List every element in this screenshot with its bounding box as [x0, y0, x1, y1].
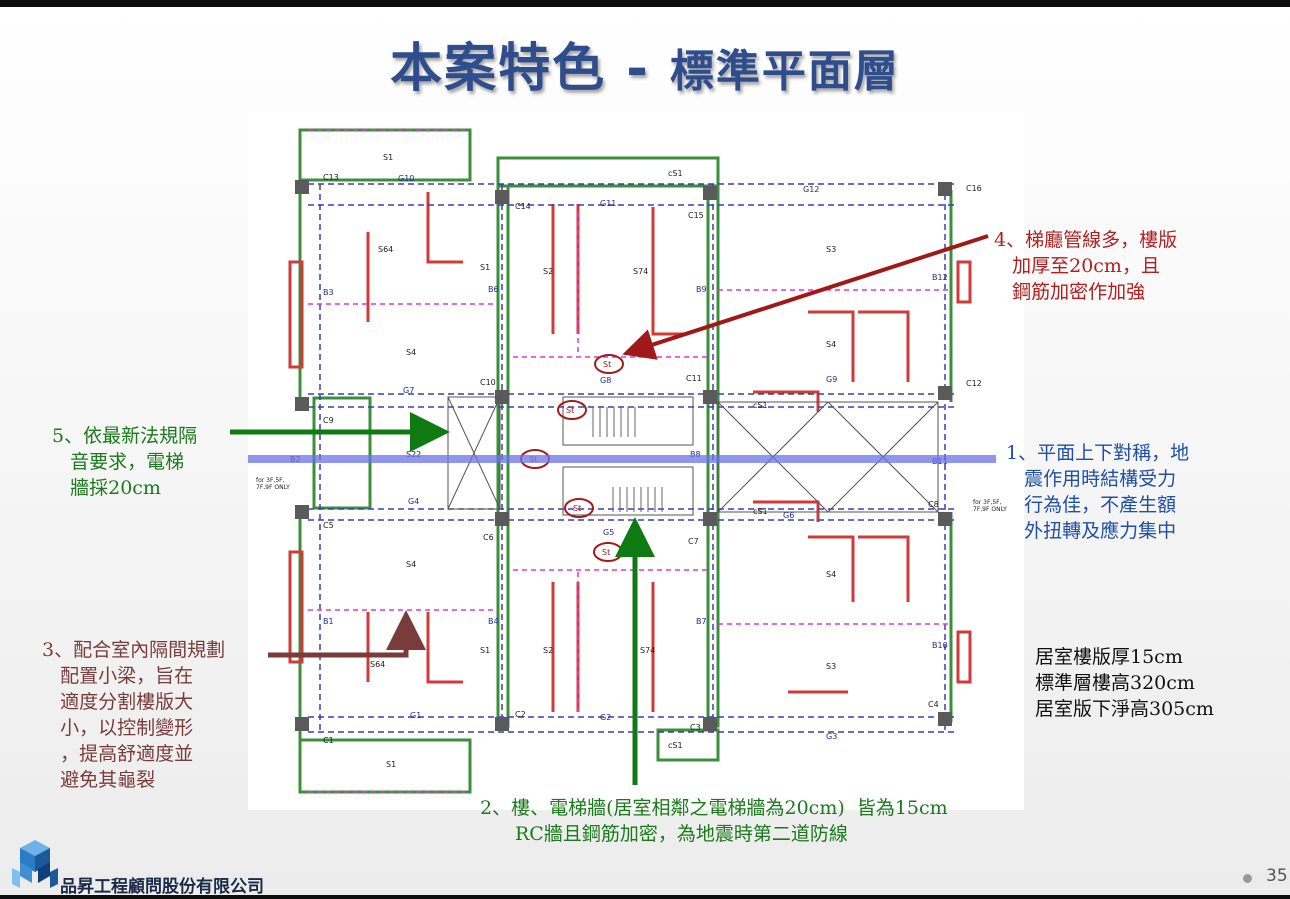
col-C3: C3	[690, 723, 701, 732]
slab-S64-top: S64	[378, 245, 393, 254]
beam-B12: B12	[932, 273, 948, 282]
plan-note-line: 7F,9F ONLY	[256, 484, 290, 491]
arrow-note3	[268, 610, 426, 658]
slab-S1-bottom2: S1	[480, 646, 490, 655]
beam-G11: G11	[600, 199, 616, 208]
slide-title: 本案特色 - 標準平面層	[0, 26, 1290, 101]
slab-mark-St-2: St	[566, 406, 574, 415]
slab-mark-St-1: St	[603, 360, 611, 369]
slab-S1-top: S1	[383, 153, 393, 162]
slab-S2-bottom: S2	[543, 646, 553, 655]
beam-G6: G6	[783, 511, 794, 520]
slab-S64-bottom: S64	[370, 660, 385, 669]
spec-notes: 居室樓版厚15cm 標準層樓高320cm 居室版下淨高305cm	[1035, 646, 1214, 720]
col-C6: C6	[483, 533, 494, 542]
col-C8: C8	[928, 500, 939, 509]
slab-S3-top: S3	[826, 245, 836, 254]
page-number: 35	[1266, 866, 1288, 886]
beam-G12: G12	[803, 185, 819, 194]
slab-cS1-top: cS1	[668, 169, 683, 178]
arrow-note4	[622, 234, 989, 360]
note-2-line2: RC牆且鋼筋加密，為地震時第二道防線	[515, 823, 848, 845]
beam-G9: G9	[826, 375, 837, 384]
note-4: 4、梯廳管線多，樓版 加厚至20cm，且 鋼筋加密作加強	[994, 229, 1178, 303]
page-dot-icon	[1243, 874, 1252, 883]
note-2-line1: 2、樓、電梯牆(居室相鄰之電梯牆為20cm) 皆為15cm	[480, 797, 948, 819]
col-C16: C16	[966, 184, 982, 193]
col-C12: C12	[966, 379, 982, 388]
beam-G4: G4	[408, 497, 419, 506]
beam-B8: B8	[690, 450, 701, 459]
beam-G1: G1	[410, 711, 421, 720]
slab-S74-top: S74	[633, 267, 648, 276]
beam-G8: G8	[600, 376, 611, 385]
slab-S3-bottom: S3	[826, 662, 836, 671]
col-C1: C1	[323, 736, 334, 745]
plan-note-line: 7F,9F ONLY	[973, 506, 1007, 513]
beam-B6: B6	[488, 285, 499, 294]
beam-B7: B7	[696, 617, 707, 626]
beam-G2: G2	[600, 713, 611, 722]
col-C9: C9	[323, 416, 334, 425]
slab-S1-bottom: S1	[386, 760, 396, 769]
floor-plan-drawing: C13 C14 C15 C16 C10 C11 C12 C9 C8 C5 C6 …	[256, 128, 1007, 794]
col-C15: C15	[688, 211, 704, 220]
slab-S4-left: S4	[406, 348, 416, 357]
plan-note-right: for 3F,5F, 7F,9F ONLY	[973, 499, 1007, 513]
slab-cS1-bottom: cS1	[668, 741, 683, 750]
col-C13: C13	[323, 173, 339, 182]
col-C10: C10	[480, 378, 496, 387]
slab-mark-St-5: St	[602, 548, 610, 557]
col-C11: C11	[686, 374, 702, 383]
plan-note-left: for 3F,5F, 7F,9F ONLY	[256, 477, 290, 491]
beam-B4: B4	[488, 617, 499, 626]
slab-S2-top: S2	[543, 267, 553, 276]
beam-B1: B1	[323, 617, 334, 626]
col-C14: C14	[515, 202, 531, 211]
col-C2: C2	[515, 710, 526, 719]
slab-S4-lower: S4	[406, 560, 416, 569]
slab-cS1-low: cS1	[753, 507, 768, 516]
col-C4: C4	[928, 700, 939, 709]
company-logo-icon	[12, 840, 58, 888]
title-sub: 標準平面層	[669, 46, 900, 97]
title-main: 本案特色 -	[390, 39, 670, 99]
slab-S1-top2: S1	[480, 263, 490, 272]
beam-B3: B3	[323, 288, 334, 297]
beam-G3: G3	[826, 732, 837, 741]
slab-S74-bottom: S74	[640, 646, 655, 655]
slab-S4-right: S4	[826, 340, 836, 349]
col-C5: C5	[323, 521, 334, 530]
note-3: 3、配合室內隔間規劃 配置小梁，旨在 適度分割樓版大 小，以控制變形 ，提高舒適…	[42, 639, 226, 791]
slab-mark-St-4: St	[573, 504, 581, 513]
col-C7: C7	[688, 537, 699, 546]
top-border	[0, 0, 1290, 7]
beam-G5: G5	[603, 528, 614, 537]
beam-G7: G7	[403, 386, 414, 395]
beam-B10: B10	[932, 641, 948, 650]
note-1: 1、平面上下對稱，地 震作用時結構受力 行為佳，不產生額 外扭轉及應力集中	[1006, 442, 1190, 542]
company-name: 品昇工程顧問股份有限公司	[60, 877, 264, 897]
bottom-border	[0, 895, 1290, 899]
note-5: 5、依最新法規隔 音要求，電梯 牆採20cm	[52, 425, 198, 499]
slab-S4-lower-right: S4	[826, 570, 836, 579]
beam-B9: B9	[696, 285, 707, 294]
slab-cS1-mid: cS1	[753, 401, 768, 410]
slab-S22: S22	[406, 450, 421, 459]
beam-G10: G10	[398, 174, 414, 183]
